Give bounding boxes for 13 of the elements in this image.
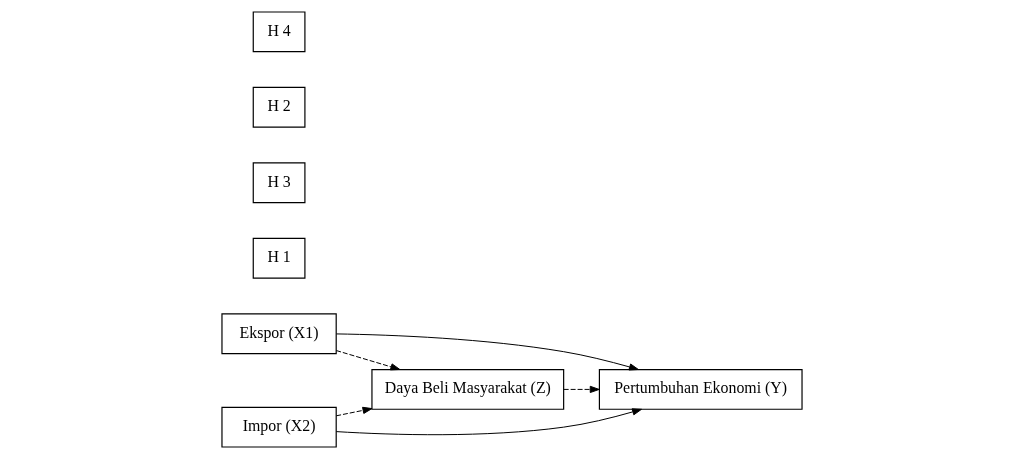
node-box: Daya Beli Masyarakat (Z) [370,368,564,410]
node-box: Impor (X2) [220,406,337,448]
arrow [335,333,639,371]
arrow [562,385,600,394]
node-box: H 2 [252,86,305,128]
node-box: H 4 [252,11,305,53]
arrow [335,408,642,436]
arrow [335,350,400,371]
node-box: Pertumbuhan Ekonomi (Y) [598,368,803,410]
node-box: H 1 [252,237,305,279]
arrow [335,406,372,417]
node-box: Ekspor (X1) [220,313,337,355]
node-box: H 3 [252,162,305,204]
